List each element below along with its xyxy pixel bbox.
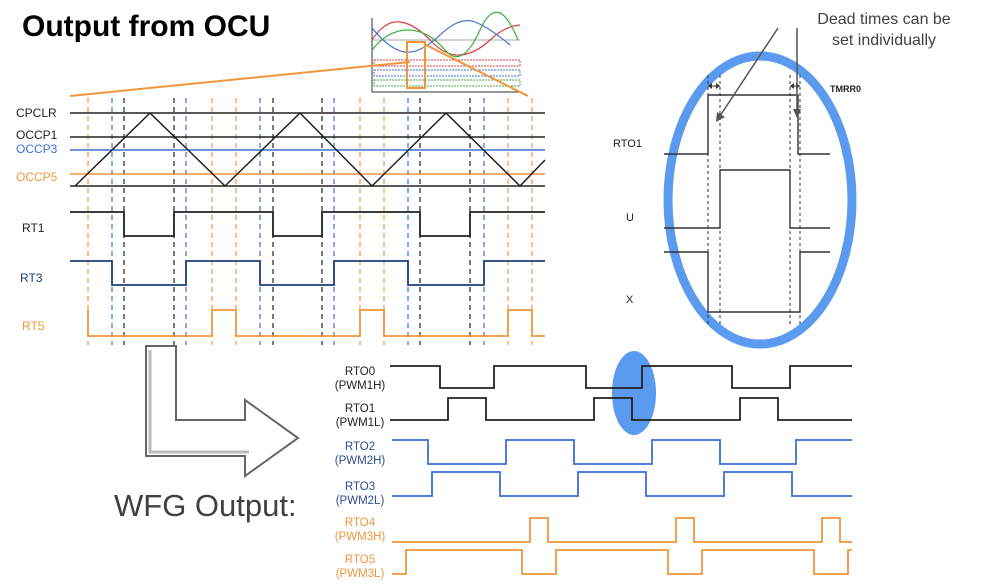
zoom-rto1-waveform <box>664 94 830 155</box>
wfg-label-4-1: (PWM3H) <box>335 531 386 543</box>
wfg-label-1-1: (PWM1L) <box>336 417 385 429</box>
rto4-waveform <box>392 517 852 543</box>
note-arrow-left <box>719 27 779 117</box>
label-cpclr: CPCLR <box>16 106 57 120</box>
wfg-label-0-1: (PWM1H) <box>335 380 386 392</box>
label-rt3: RT3 <box>20 271 43 285</box>
dead-time-note: Dead times can be set individually <box>790 9 978 51</box>
wfg-label-3-1: (PWM2L) <box>336 495 385 507</box>
thumbnail-waveforms <box>371 11 522 93</box>
flow-arrow <box>145 345 300 478</box>
wfg-label-5-1: (PWM3L) <box>336 568 385 580</box>
wfg-label-4-0: RTO4 <box>345 517 376 529</box>
wfg-label-2-1: (PWM2H) <box>335 455 386 467</box>
zoom-ellipse <box>663 51 857 349</box>
zoom-line-left <box>69 61 411 97</box>
deadtime-highlight <box>612 351 656 435</box>
zoom-line-right <box>423 43 529 97</box>
rto3-waveform <box>392 471 852 497</box>
page-title: Output from OCU <box>22 10 271 43</box>
rto2-waveform <box>392 439 852 465</box>
dead-time-note-line1: Dead times can be <box>817 11 951 28</box>
zoom-label-rto1: RTO1 <box>613 138 642 150</box>
counter-triangle-wave <box>74 111 546 188</box>
label-occp1: OCCP1 <box>16 128 58 142</box>
rt1-waveform <box>70 211 545 237</box>
label-rt5: RT5 <box>22 319 45 333</box>
dead-time-note-line2: set individually <box>831 32 937 49</box>
wfg-label-5-0: RTO5 <box>345 554 375 566</box>
label-occp5: OCCP5 <box>16 170 58 184</box>
zoom-x-waveform <box>664 251 830 313</box>
label-rt1: RT1 <box>22 221 45 235</box>
wfg-output-label: WFG Output: <box>114 488 297 523</box>
wfg-output-labels: RTO0 (PWM1H) RTO1 (PWM1L) RTO2 (PWM2H) RTO3 (PW… <box>335 366 386 580</box>
wfg-label-3-0: RTO3 <box>345 481 375 493</box>
zoom-label-tmrr0: TMRR0 <box>830 84 861 94</box>
wfg-label-1-0: RTO1 <box>345 403 375 415</box>
rto5-waveform <box>392 549 852 575</box>
label-occp3: OCCP3 <box>16 142 58 156</box>
rto0-waveform <box>390 365 852 389</box>
rt5-waveform <box>87 309 545 337</box>
wfg-label-0-0: RTO0 <box>345 366 375 378</box>
compare-lines <box>70 112 545 187</box>
rt3-waveform <box>70 260 545 286</box>
wfg-label-2-0: RTO2 <box>345 441 375 453</box>
rto1-waveform <box>390 397 852 421</box>
zoom-label-x: X <box>626 294 634 306</box>
zoom-u-waveform <box>664 169 830 229</box>
zoom-label-u: U <box>626 212 634 224</box>
timing-markers <box>87 98 533 345</box>
deadtime-zoom: RTO1 U X TMRR0 <box>613 51 861 349</box>
